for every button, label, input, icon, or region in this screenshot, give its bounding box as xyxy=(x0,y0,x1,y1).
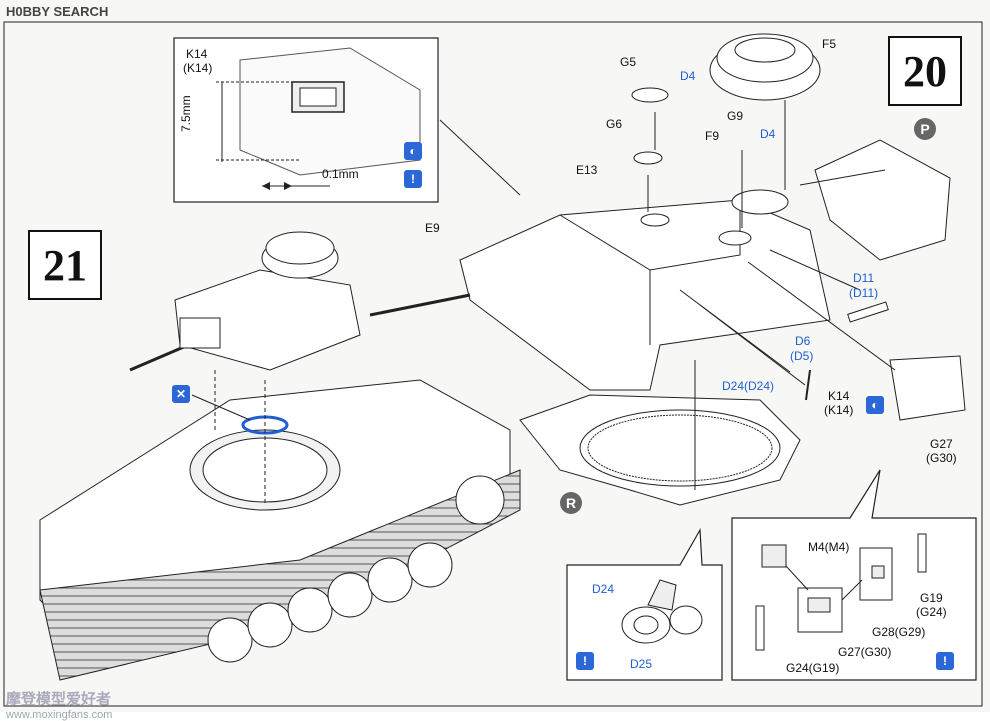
tank-hull xyxy=(39,370,521,681)
cement-icon-k14: ◐ xyxy=(866,396,884,414)
cement-icon: ◐ xyxy=(404,142,422,160)
site-watermark-url: www.moxingfans.com xyxy=(6,709,113,721)
label-g27-detail: G27(G30) xyxy=(838,645,892,659)
step-number-21: 21 xyxy=(28,230,102,300)
page-border xyxy=(3,21,983,707)
label-k14: K14 xyxy=(186,47,208,61)
detail-box-bottom-right xyxy=(731,469,977,681)
label-d4-b: D4 xyxy=(760,127,776,141)
marker-p: P xyxy=(914,118,936,140)
label-d11: D11 xyxy=(853,271,875,285)
label-k14-step20: K14 xyxy=(828,389,850,403)
dim-horizontal: 0.1mm xyxy=(322,167,359,181)
hobbysearch-logo: H0BBY SEARCH xyxy=(6,4,109,19)
label-d24-detail: D24 xyxy=(592,582,615,596)
label-g19: G19 xyxy=(920,591,943,605)
glue-icon: ! xyxy=(404,170,422,188)
glue-icon-d24: ! xyxy=(576,652,594,670)
site-watermark: 摩登模型爱好者 www.moxingfans.com xyxy=(6,688,112,721)
label-d11-alt: (D11) xyxy=(849,286,879,300)
marker-r: R xyxy=(560,492,582,514)
label-g28: G28(G29) xyxy=(872,625,926,639)
label-g19-alt: (G24) xyxy=(916,605,947,619)
label-k14-alt: (K14) xyxy=(183,61,213,75)
label-f5: F5 xyxy=(822,37,837,51)
remove-icon: ✕ xyxy=(172,385,190,403)
step-number-20: 20 xyxy=(888,36,962,106)
detail-box-bottom-left xyxy=(566,527,723,681)
detail-box-top xyxy=(173,37,521,203)
label-d6-alt: (D5) xyxy=(790,349,814,363)
glue-icon-bottom-right: ! xyxy=(936,652,954,670)
label-d24: D24(D24) xyxy=(722,379,775,393)
label-k14-step20-alt: (K14) xyxy=(824,403,854,417)
label-g27: G27 xyxy=(930,437,953,451)
label-g24: G24(G19) xyxy=(786,661,840,675)
label-d25: D25 xyxy=(630,657,653,671)
label-d4-a: D4 xyxy=(680,69,696,83)
label-g9: G9 xyxy=(727,109,744,123)
label-g27-alt: (G30) xyxy=(926,451,957,465)
label-e13: E13 xyxy=(576,163,598,177)
label-d6: D6 xyxy=(795,334,811,348)
turret-exploded xyxy=(369,33,966,506)
label-g6: G6 xyxy=(606,117,623,131)
label-f9: F9 xyxy=(705,129,720,143)
label-g5: G5 xyxy=(620,55,637,69)
site-watermark-cn: 摩登模型爱好者 xyxy=(6,691,112,708)
label-e9: E9 xyxy=(425,221,440,235)
turret-small xyxy=(129,231,361,372)
label-m4: M4(M4) xyxy=(808,540,850,554)
dim-vertical: 7.5mm xyxy=(179,95,193,132)
